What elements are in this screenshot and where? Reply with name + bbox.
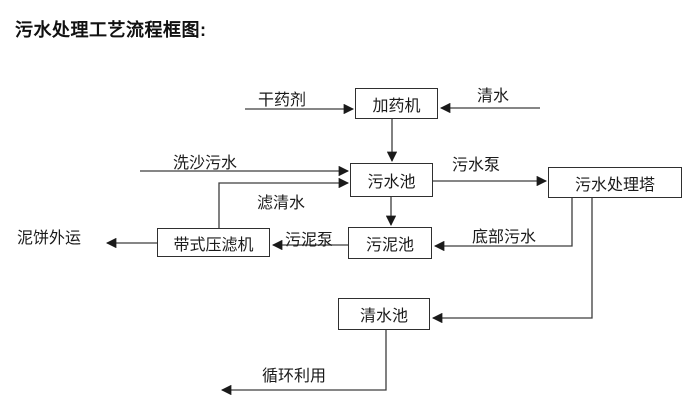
edge-label-mud-cake-out: 泥饼外运 <box>17 230 82 247</box>
edge-label-sand-washing-sewage: 洗沙污水 <box>173 155 238 172</box>
node-sewage-pool: 污水池 <box>350 163 433 197</box>
page-title: 污水处理工艺流程框图: <box>15 20 207 40</box>
edge-label-recycle-use: 循环利用 <box>262 368 327 385</box>
arrow-clean-pool-to-recycle <box>220 330 387 396</box>
edge-label-filtered-water: 滤清水 <box>257 195 306 212</box>
node-sewage-treatment-tower: 污水处理塔 <box>548 167 682 198</box>
edge-label-sewage-pump: 污水泵 <box>452 157 501 174</box>
edge-label-dry-agent: 干药剂 <box>258 92 307 109</box>
node-dosing-machine: 加药机 <box>355 88 438 119</box>
node-clean-water-pool: 清水池 <box>338 298 430 330</box>
edge-label-clean-water: 清水 <box>477 88 510 105</box>
node-belt-filter-press: 带式压滤机 <box>157 228 270 257</box>
edge-label-sludge-pump: 污泥泵 <box>285 232 334 249</box>
edge-label-bottom-sewage: 底部污水 <box>472 229 537 246</box>
arrow-tower-to-clean-pool <box>431 198 593 324</box>
arrow-tower-bottom-sewage-to-sludge-pool <box>433 198 573 252</box>
arrow-filtered-water-to-sewage-pool <box>218 177 350 228</box>
node-sludge-pool: 污泥池 <box>348 227 432 259</box>
